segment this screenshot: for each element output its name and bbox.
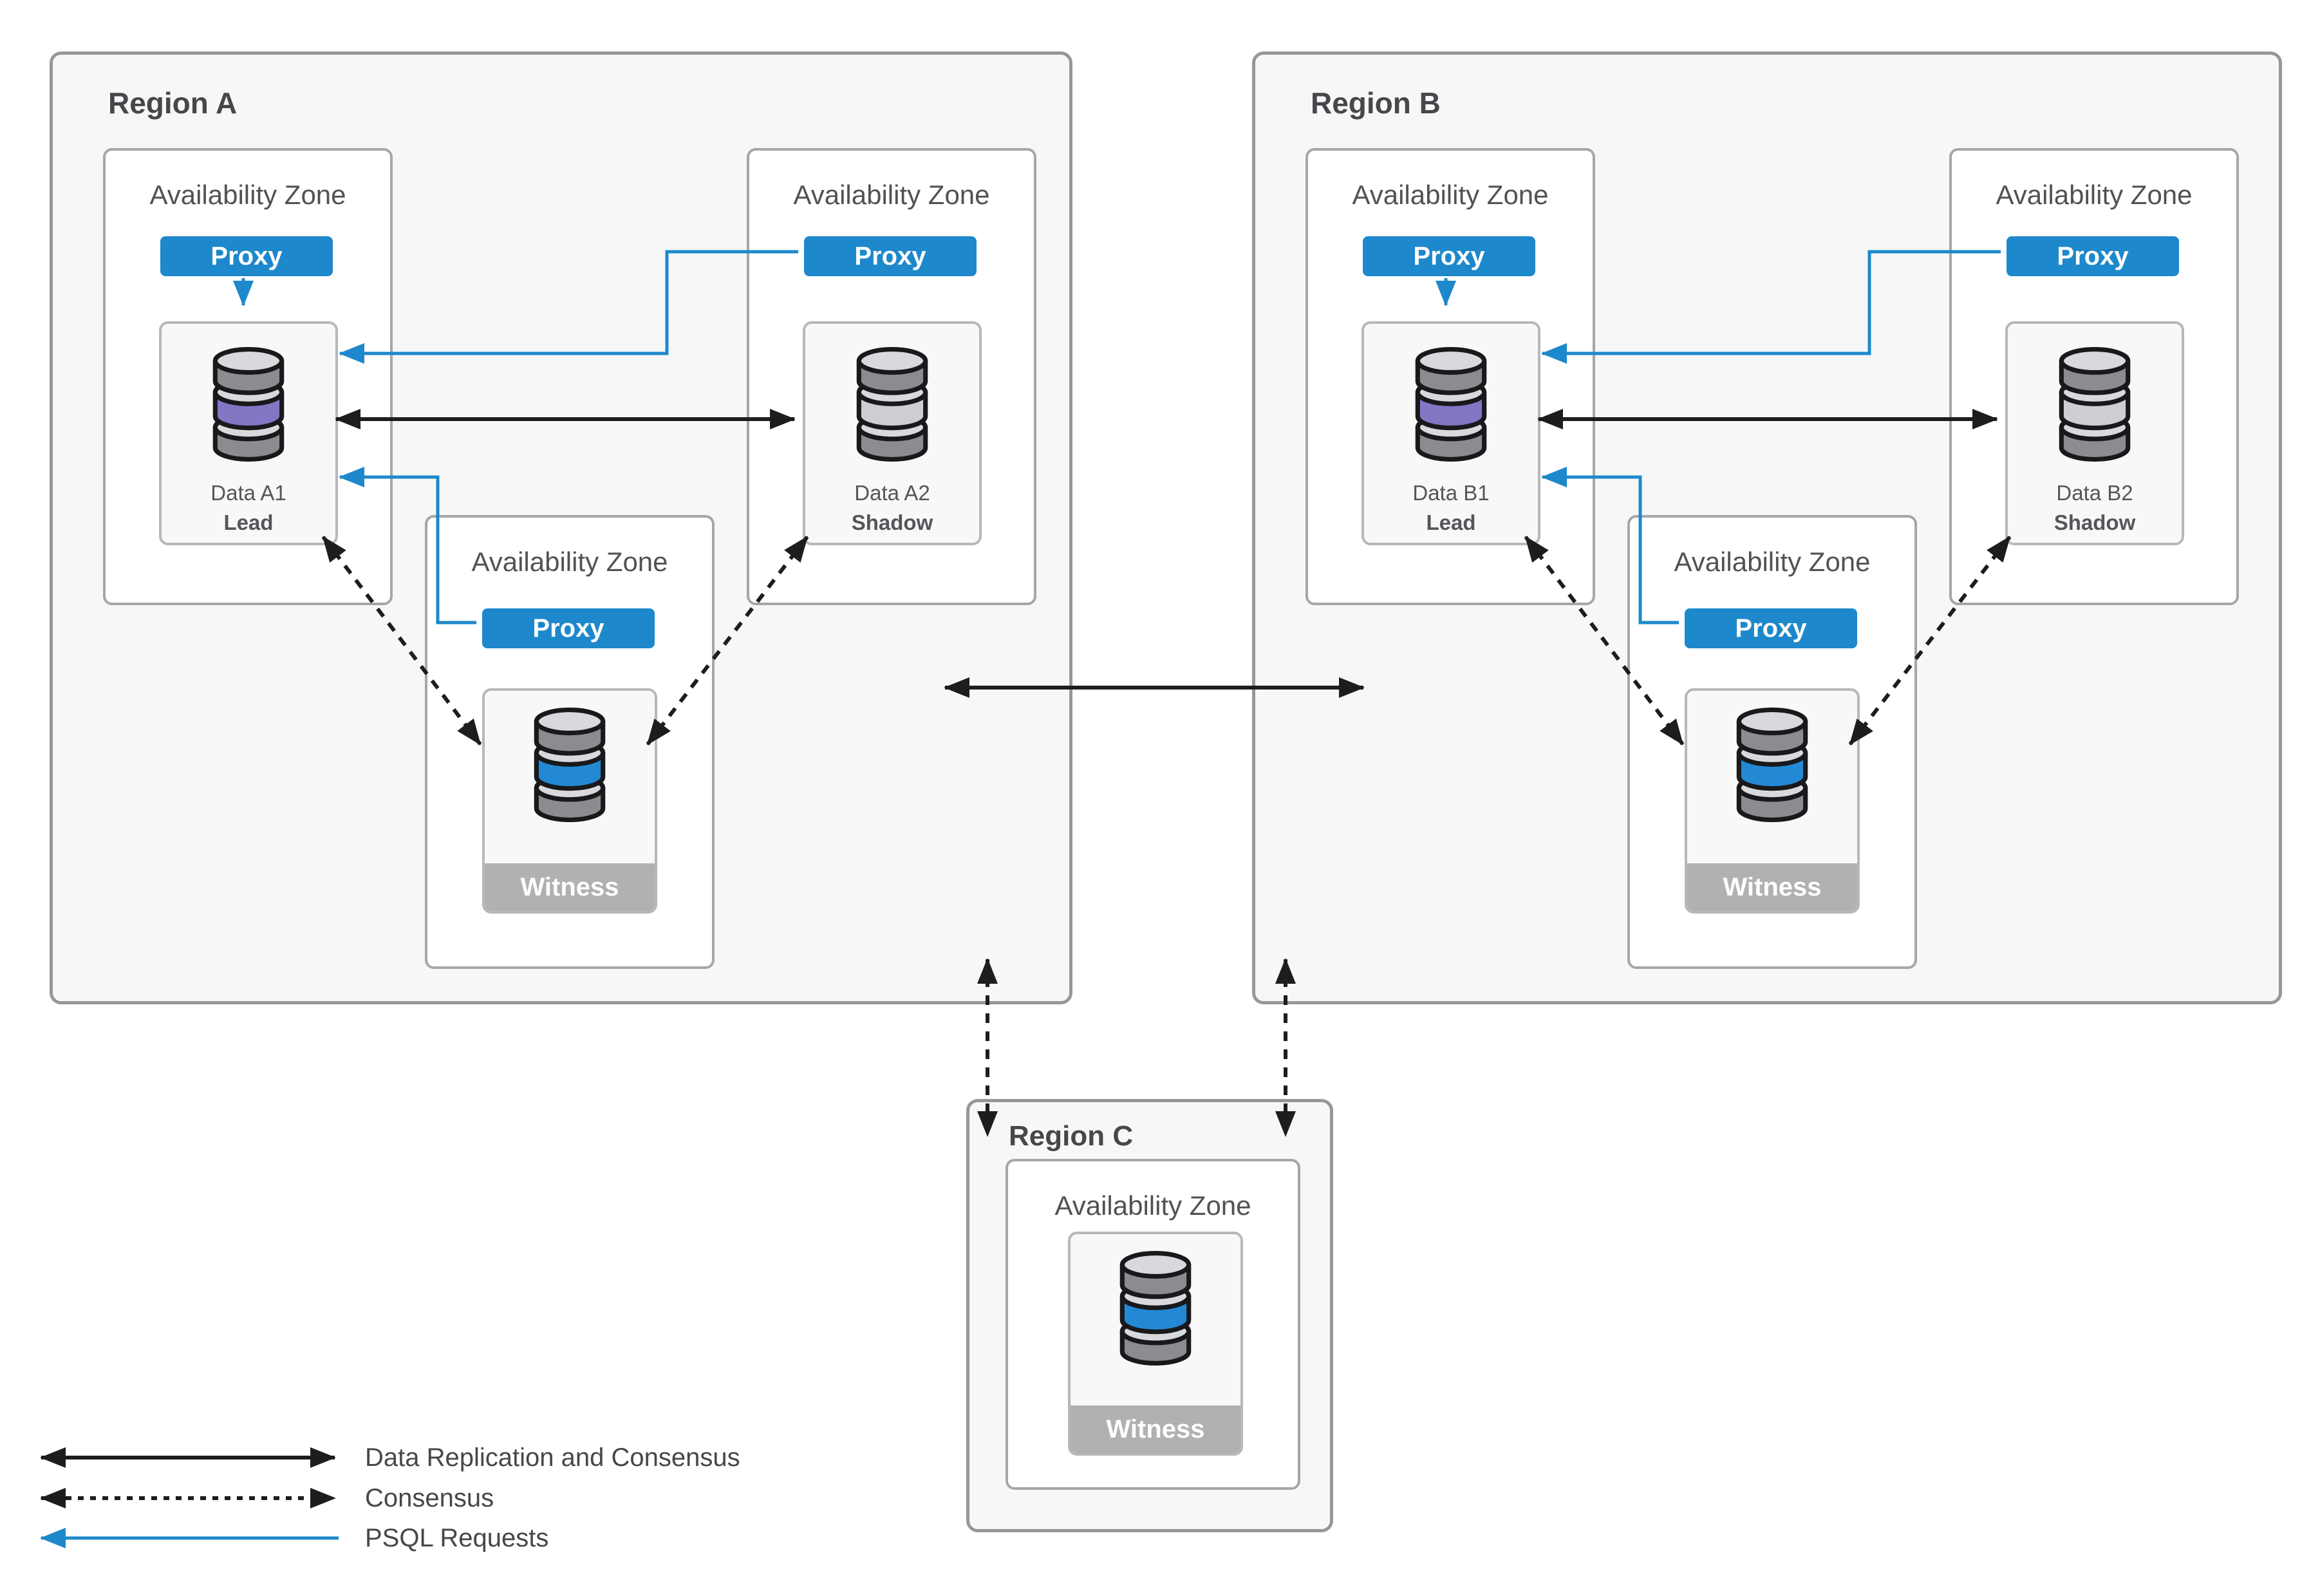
region-b: Region B Availability Zone Proxy Data B1…: [1252, 52, 2282, 1004]
availability-zone-b3: Availability Zone Proxy Witness: [1627, 515, 1917, 969]
availability-zone-b1: Availability Zone Proxy Data B1 Lead: [1305, 148, 1595, 605]
availability-zone-label: Availability Zone: [1996, 180, 2193, 210]
region-a: Region A Availability Zone Proxy Data A1…: [50, 52, 1072, 1004]
availability-zone-label: Availability Zone: [1054, 1190, 1251, 1221]
database-lead-icon: [202, 347, 295, 462]
database-witness-icon: [523, 708, 616, 822]
proxy-a2: Proxy: [804, 236, 977, 276]
data-a1-role: Lead: [223, 511, 274, 534]
region-b-title: Region B: [1311, 86, 1441, 120]
witness-c-label: Witness: [1071, 1405, 1240, 1453]
data-b2-name: Data B2: [2056, 481, 2133, 505]
legend-replication-label: Data Replication and Consensus: [365, 1443, 740, 1472]
data-b2-role: Shadow: [2054, 511, 2136, 534]
proxy-b3: Proxy: [1685, 608, 1857, 648]
data-b1-card: Data B1 Lead: [1361, 321, 1540, 545]
proxy-b1: Proxy: [1363, 236, 1535, 276]
proxy-b2: Proxy: [2007, 236, 2179, 276]
data-a2-name: Data A2: [854, 481, 930, 505]
availability-zone-a1: Availability Zone Proxy Data A1 Lead: [103, 148, 393, 605]
region-c-title: Region C: [1009, 1120, 1134, 1152]
witness-b-label: Witness: [1687, 863, 1857, 911]
proxy-a3: Proxy: [482, 608, 655, 648]
availability-zone-c: Availability Zone Witness: [1006, 1159, 1300, 1490]
availability-zone-label: Availability Zone: [149, 180, 346, 210]
availability-zone-label: Availability Zone: [471, 547, 668, 577]
availability-zone-a3: Availability Zone Proxy Witness: [425, 515, 715, 969]
data-a2-card: Data A2 Shadow: [803, 321, 982, 545]
data-a1-card: Data A1 Lead: [159, 321, 338, 545]
proxy-a1: Proxy: [160, 236, 333, 276]
legend-consensus-label: Consensus: [365, 1484, 494, 1512]
database-lead-icon: [1405, 347, 1497, 462]
witness-b-card: Witness: [1685, 688, 1860, 914]
data-a1-name: Data A1: [211, 481, 286, 505]
witness-c-card: Witness: [1068, 1232, 1243, 1456]
database-witness-icon: [1726, 708, 1819, 822]
witness-a-label: Witness: [485, 863, 655, 911]
availability-zone-label: Availability Zone: [1674, 547, 1871, 577]
data-a2-role: Shadow: [851, 511, 933, 534]
legend-psql-label: PSQL Requests: [365, 1524, 549, 1552]
data-b1-role: Lead: [1426, 511, 1476, 534]
database-shadow-icon: [2048, 347, 2141, 462]
availability-zone-label: Availability Zone: [1352, 180, 1549, 210]
availability-zone-b2: Availability Zone Proxy Data B2 Shadow: [1949, 148, 2239, 605]
database-shadow-icon: [846, 347, 939, 462]
database-witness-icon: [1109, 1251, 1202, 1366]
region-a-title: Region A: [108, 86, 238, 120]
availability-zone-label: Availability Zone: [793, 180, 990, 210]
availability-zone-a2: Availability Zone Proxy Data A2 Shadow: [747, 148, 1036, 605]
data-b2-card: Data B2 Shadow: [2005, 321, 2184, 545]
witness-a-card: Witness: [482, 688, 657, 914]
region-c: Region C Availability Zone Witness: [966, 1099, 1333, 1532]
data-b1-name: Data B1: [1412, 481, 1490, 505]
